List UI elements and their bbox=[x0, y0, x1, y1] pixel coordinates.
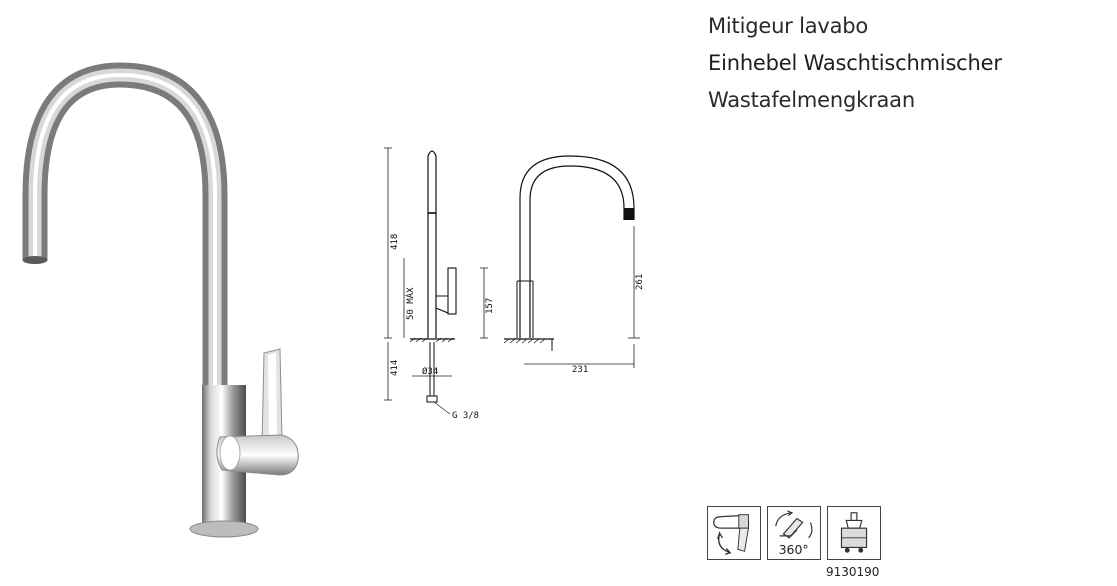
dim-418: 418 bbox=[390, 234, 400, 250]
dim-414: 414 bbox=[390, 360, 400, 376]
title-dutch: Wastafelmengkraan bbox=[708, 88, 915, 112]
dim-261: 261 bbox=[635, 274, 645, 290]
product-titles: Mitigeur lavabo Einhebel Waschtischmisch… bbox=[708, 8, 1002, 119]
dim-231: 231 bbox=[572, 365, 588, 375]
product-code: 9130190 bbox=[826, 565, 880, 579]
dim-connection: G 3/8 bbox=[452, 411, 479, 421]
dim-diameter: Ø34 bbox=[422, 366, 438, 377]
title-french: Mitigeur lavabo bbox=[708, 14, 869, 38]
dim-50-max: 50 MÁX bbox=[404, 287, 416, 320]
dim-157: 157 bbox=[485, 298, 495, 314]
swivel-spout-icon: 360° bbox=[767, 506, 821, 560]
technical-drawing: 418 414 50 MÁX Ø34 G 3/8 157 bbox=[370, 138, 660, 428]
feature-icons: 360° bbox=[707, 506, 881, 560]
title-german: Einhebel Waschtischmischer bbox=[708, 51, 1002, 75]
product-photo bbox=[10, 55, 310, 545]
swivel-label: 360° bbox=[779, 542, 809, 557]
cartridge-icon bbox=[827, 506, 881, 560]
lever-rotation-icon bbox=[707, 506, 761, 560]
